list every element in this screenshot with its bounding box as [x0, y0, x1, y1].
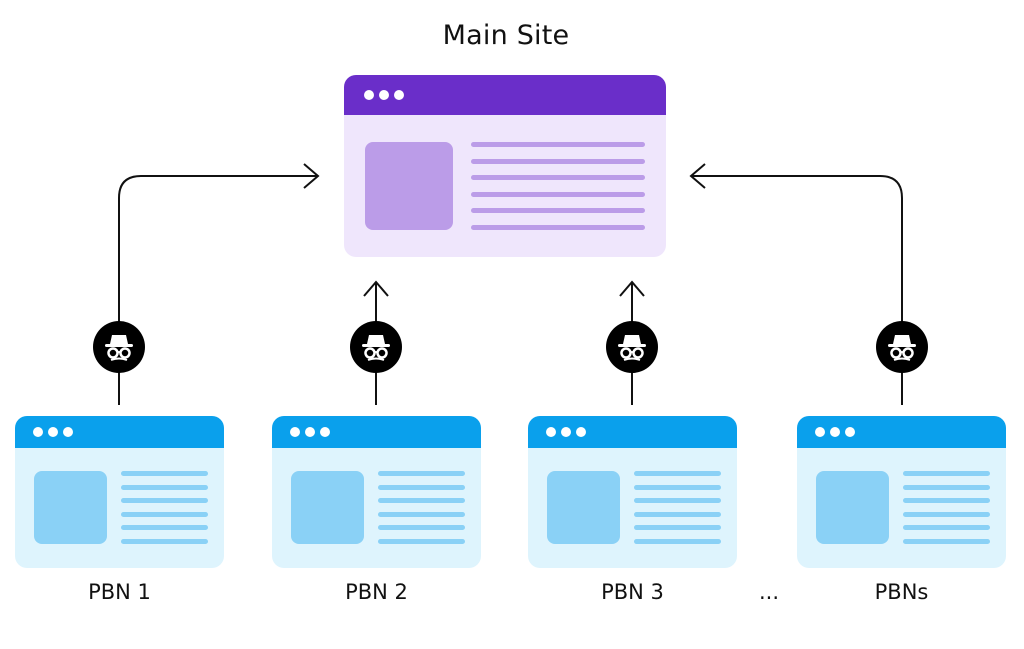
window-dots: [364, 75, 404, 115]
pbn-label: PBN 2: [345, 580, 408, 604]
text-line: [634, 511, 721, 517]
text-line: [121, 525, 208, 531]
text-line: [471, 224, 645, 230]
image-placeholder: [291, 471, 364, 544]
image-placeholder: [365, 142, 453, 230]
arrowhead-up-2: [363, 280, 389, 297]
image-placeholder: [816, 471, 889, 544]
text-line: [903, 525, 990, 531]
text-line: [903, 538, 990, 544]
incognito-spy-icon: [350, 321, 402, 373]
text-lines: [378, 471, 465, 544]
window-dot: [290, 427, 300, 437]
arrowhead-left: [303, 163, 320, 189]
window-dot: [546, 427, 556, 437]
text-line: [378, 538, 465, 544]
pbn-window: [15, 416, 224, 568]
window-dots: [290, 416, 330, 448]
pbn-window: [797, 416, 1006, 568]
text-line: [903, 511, 990, 517]
text-line: [634, 525, 721, 531]
window-dot: [576, 427, 586, 437]
window-dot: [33, 427, 43, 437]
pbn-window: [272, 416, 481, 568]
arrowhead-right: [689, 163, 706, 189]
pbn-window: [528, 416, 737, 568]
window-dot: [815, 427, 825, 437]
text-line: [471, 158, 645, 164]
text-line: [471, 175, 645, 181]
text-line: [378, 498, 465, 504]
connector-pbn-4: [691, 175, 903, 405]
text-line: [471, 208, 645, 214]
text-line: [378, 525, 465, 531]
text-line: [634, 471, 721, 476]
text-lines: [634, 471, 721, 544]
text-line: [121, 538, 208, 544]
window-dot: [830, 427, 840, 437]
window-dots: [815, 416, 855, 448]
text-line: [634, 498, 721, 504]
window-dots: [546, 416, 586, 448]
window-dot: [561, 427, 571, 437]
incognito-spy-icon: [93, 321, 145, 373]
window-dot: [320, 427, 330, 437]
window-dot: [305, 427, 315, 437]
text-lines: [471, 142, 645, 230]
text-line: [903, 471, 990, 476]
incognito-spy-icon: [876, 321, 928, 373]
window-titlebar: [797, 416, 1006, 448]
window-titlebar: [15, 416, 224, 448]
text-line: [121, 484, 208, 490]
main-site-title: Main Site: [442, 20, 570, 51]
text-line: [121, 498, 208, 504]
text-line: [903, 498, 990, 504]
window-dot: [379, 90, 389, 100]
window-titlebar: [528, 416, 737, 448]
text-line: [471, 142, 645, 147]
text-line: [471, 191, 645, 197]
pbn-label: PBNs: [874, 580, 929, 604]
text-line: [634, 484, 721, 490]
text-lines: [903, 471, 990, 544]
connector-pbn-1: [118, 175, 318, 405]
window-titlebar: [344, 75, 666, 115]
image-placeholder: [34, 471, 107, 544]
more-ellipsis: ...: [758, 580, 780, 604]
text-line: [903, 484, 990, 490]
text-line: [121, 511, 208, 517]
arrowhead-up-3: [619, 280, 645, 297]
main-site-window: [344, 75, 666, 257]
window-dot: [845, 427, 855, 437]
pbn-label: PBN 3: [601, 580, 664, 604]
image-placeholder: [547, 471, 620, 544]
window-dot: [48, 427, 58, 437]
window-dots: [33, 416, 73, 448]
text-line: [378, 471, 465, 476]
window-dot: [364, 90, 374, 100]
window-dot: [394, 90, 404, 100]
text-line: [634, 538, 721, 544]
text-line: [121, 471, 208, 476]
window-titlebar: [272, 416, 481, 448]
text-lines: [121, 471, 208, 544]
text-line: [378, 484, 465, 490]
window-dot: [63, 427, 73, 437]
pbn-label: PBN 1: [88, 580, 151, 604]
incognito-spy-icon: [606, 321, 658, 373]
text-line: [378, 511, 465, 517]
